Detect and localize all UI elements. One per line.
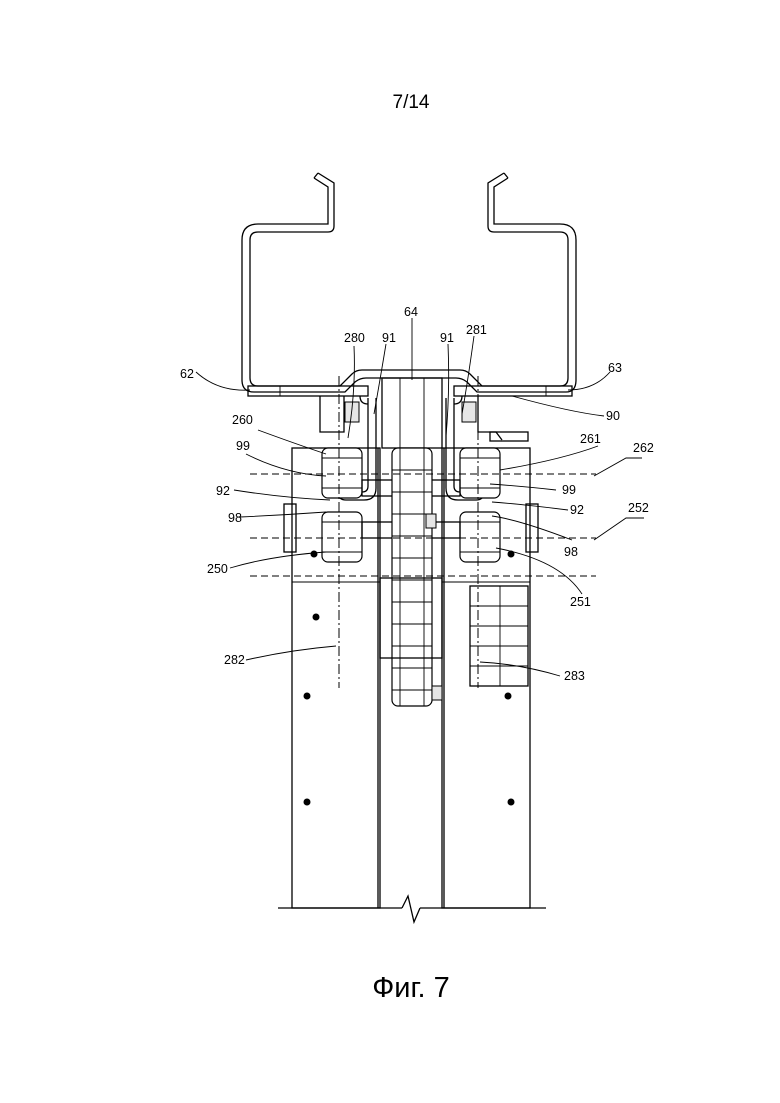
label-98-right: 98 <box>564 545 578 559</box>
label-251: 251 <box>570 595 591 609</box>
right-rollers <box>460 448 500 562</box>
right-lower-guide <box>470 586 528 686</box>
left-rollers <box>322 448 362 562</box>
central-block <box>382 378 442 448</box>
label-283: 283 <box>564 669 585 683</box>
label-281: 281 <box>466 323 487 337</box>
label-250: 250 <box>207 562 228 576</box>
central-gear <box>380 448 442 706</box>
label-92-left: 92 <box>216 484 230 498</box>
label-63: 63 <box>608 361 622 375</box>
label-262: 262 <box>633 441 654 455</box>
label-99-left: 99 <box>236 439 250 453</box>
label-98-left: 98 <box>228 511 242 525</box>
label-260: 260 <box>232 413 253 427</box>
label-92-right: 92 <box>570 503 584 517</box>
figure-caption: Фиг. 7 <box>0 972 780 1005</box>
label-91-right: 91 <box>440 331 454 345</box>
label-62: 62 <box>180 367 194 381</box>
label-252: 252 <box>628 501 649 515</box>
label-282: 282 <box>224 653 245 667</box>
label-99-right: 99 <box>562 483 576 497</box>
rail-channel <box>242 173 576 392</box>
mounting-plates <box>248 386 572 396</box>
label-90: 90 <box>606 409 620 423</box>
label-91-left: 91 <box>382 331 396 345</box>
label-64: 64 <box>404 305 418 319</box>
label-280: 280 <box>344 331 365 345</box>
label-261: 261 <box>580 432 601 446</box>
